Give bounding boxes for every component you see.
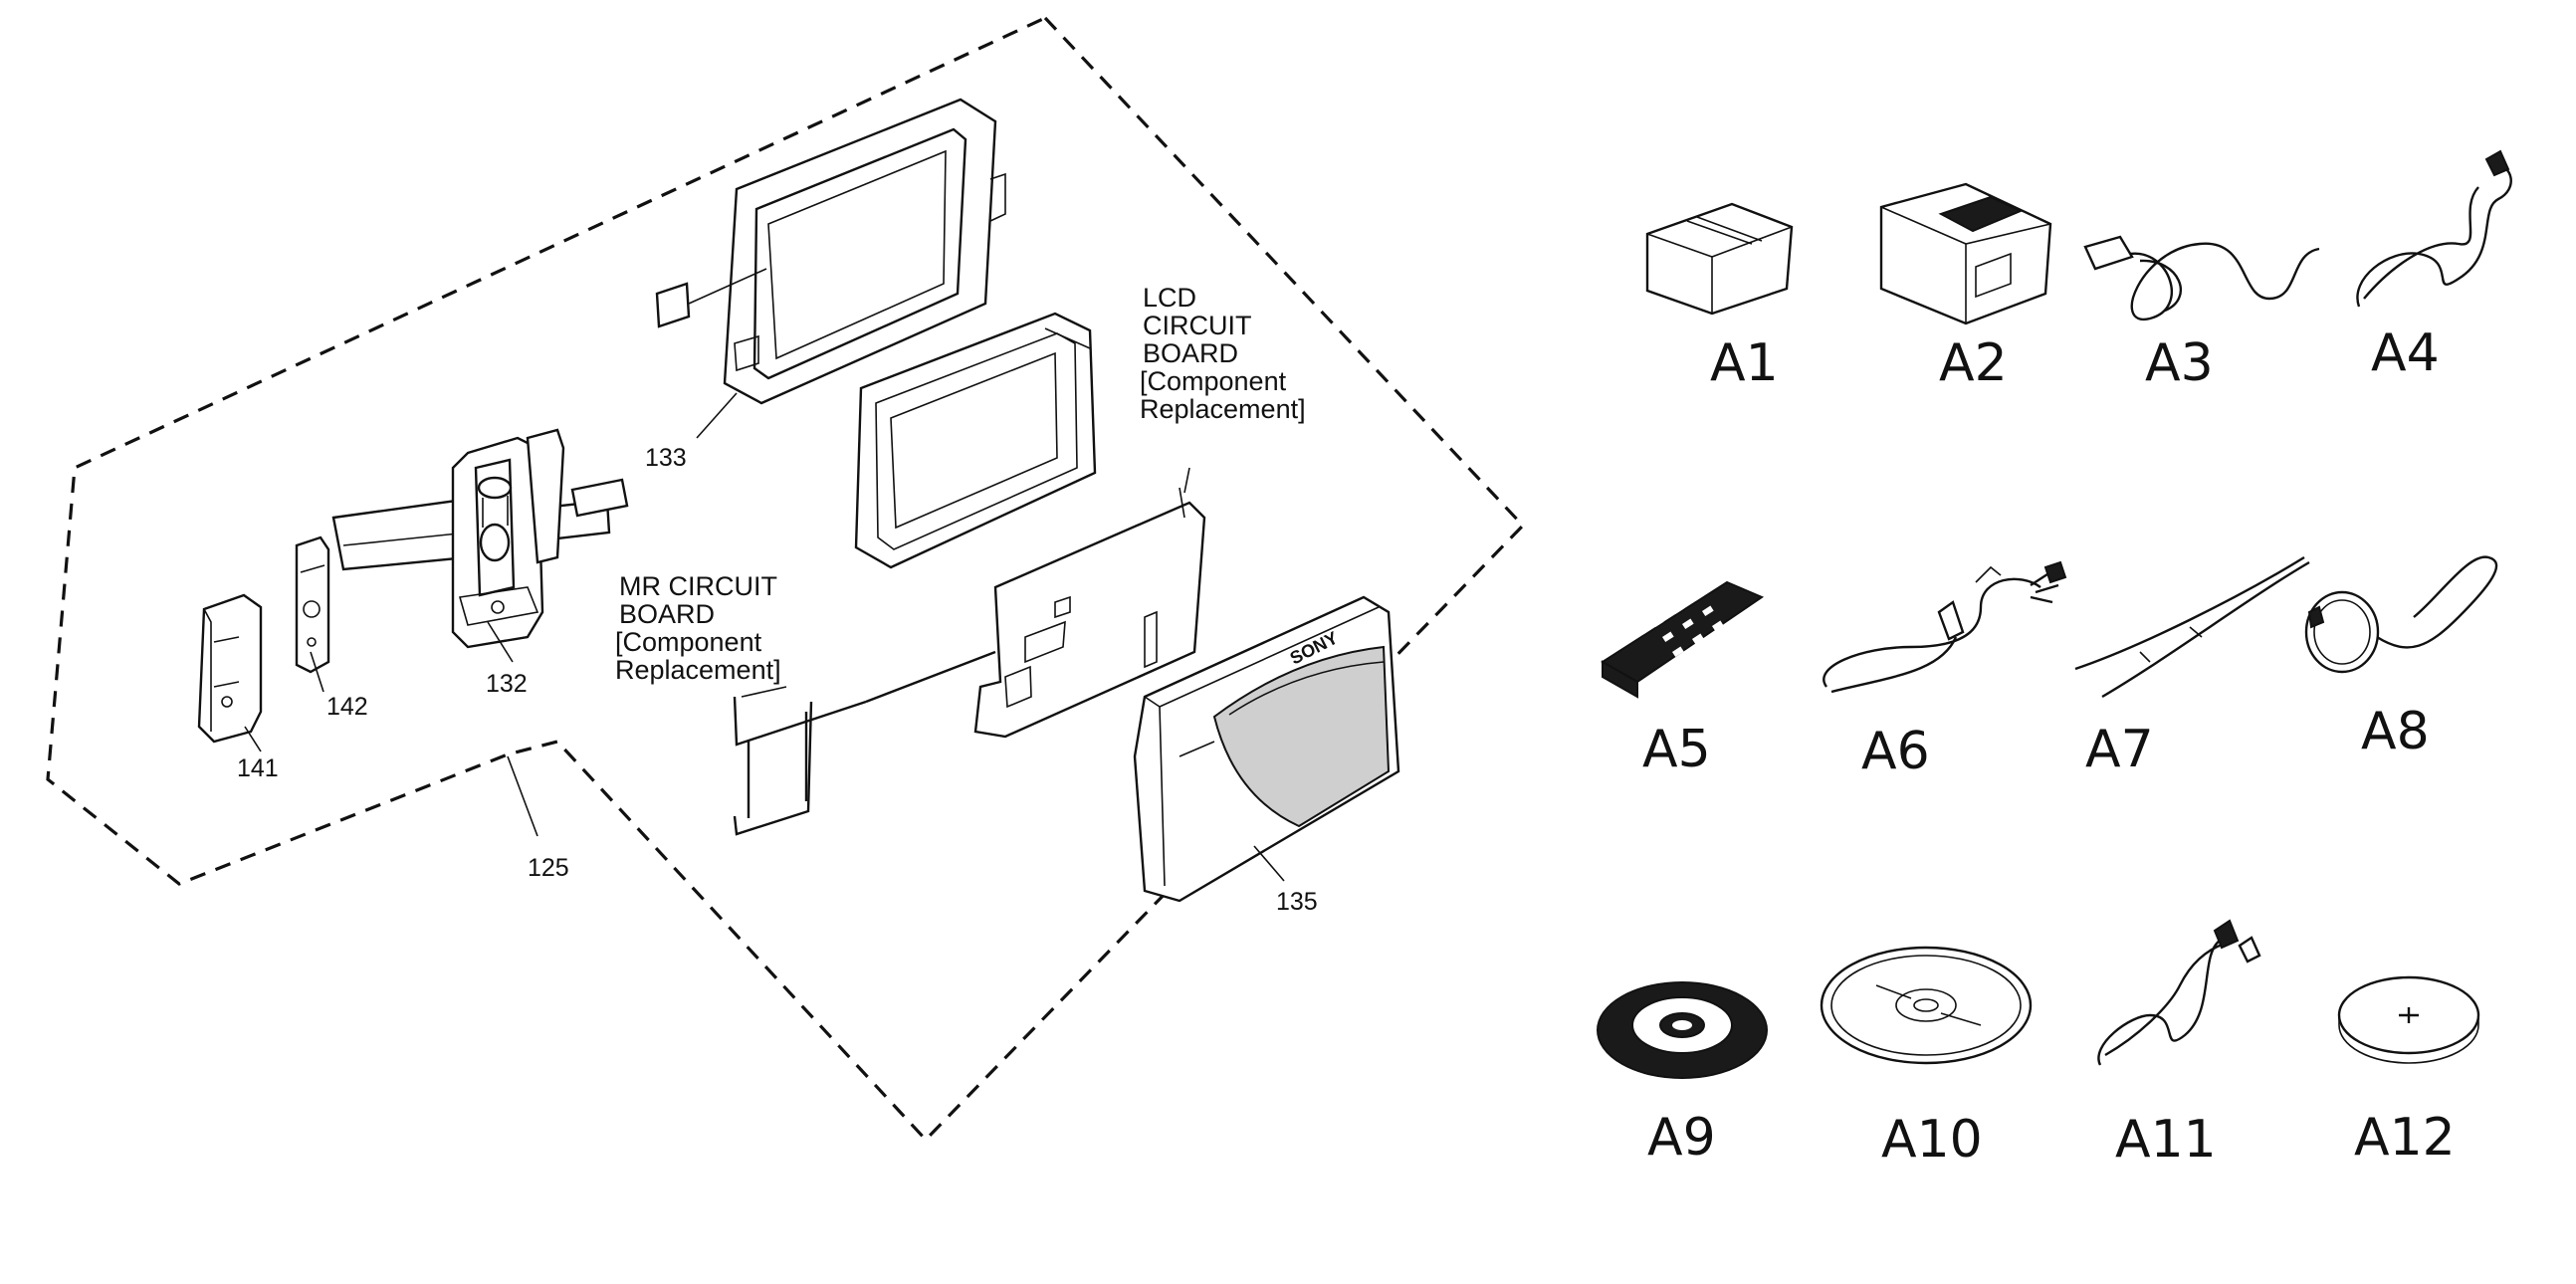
power-cord-icon	[2083, 235, 2320, 321]
accessory-label-a1: A1	[1710, 333, 1779, 393]
accessory-label-a7: A7	[2085, 720, 2154, 779]
svg-text:BOARD: BOARD	[619, 599, 715, 629]
battery-pack-icon	[1645, 202, 1794, 316]
mr-flex-leg	[733, 650, 996, 836]
svg-text:Replacement]: Replacement]	[615, 655, 781, 685]
part-135-rear-cover: SONY	[1133, 595, 1400, 903]
lcd-panel-module	[854, 312, 1097, 569]
pcb-board	[973, 487, 1206, 739]
callout-125: 125	[528, 854, 569, 882]
accessory-label-a12: A12	[2354, 1108, 2456, 1168]
ac-adapter-icon	[1879, 182, 2052, 325]
accessory-label-a11: A11	[2115, 1110, 2217, 1170]
coin-battery-icon	[2337, 975, 2480, 1064]
svg-text:Replacement]: Replacement]	[1140, 394, 1306, 424]
svg-text:[Component: [Component	[615, 627, 762, 657]
mr-circuit-board-label: MR CIRCUIT BOARD [Component Replacement]	[615, 571, 781, 685]
svg-text:BOARD: BOARD	[1143, 338, 1238, 368]
callout-142: 142	[326, 693, 368, 721]
mini-disc-icon	[1597, 981, 1768, 1079]
part-141-bracket	[197, 593, 263, 744]
part-142-plate	[295, 535, 330, 674]
accessory-label-a8: A8	[2361, 702, 2430, 761]
part-133-lcd-frame	[655, 98, 1006, 405]
lcd-circuit-board-label: LCD CIRCUIT BOARD [Component Replacement…	[1140, 283, 1306, 424]
cd-rom-icon	[1820, 946, 2033, 1065]
accessory-label-a6: A6	[1861, 722, 1930, 781]
callout-135: 135	[1276, 888, 1318, 916]
svg-text:MR CIRCUIT: MR CIRCUIT	[619, 571, 777, 601]
av-cable-icon	[1823, 560, 2067, 694]
usb-cable-icon	[2097, 919, 2261, 1066]
svg-text:LCD: LCD	[1143, 283, 1196, 313]
callout-132: 132	[486, 670, 528, 698]
accessory-label-a9: A9	[1647, 1108, 1716, 1168]
lens-cap-icon	[2304, 555, 2498, 674]
accessory-label-a3: A3	[2145, 333, 2214, 393]
accessory-label-a5: A5	[1642, 720, 1711, 779]
part-132-hinge	[451, 428, 565, 649]
accessory-label-a2: A2	[1939, 333, 2008, 393]
callout-133: 133	[645, 444, 687, 472]
svg-text:[Component: [Component	[1140, 366, 1287, 396]
shoulder-strap-icon	[2074, 555, 2310, 699]
accessory-label-a10: A10	[1881, 1110, 1983, 1170]
callout-leaders	[244, 392, 1285, 882]
cable-icon	[2356, 149, 2512, 308]
callout-141: 141	[237, 754, 279, 782]
remote-control-icon	[1601, 580, 1765, 699]
svg-text:CIRCUIT: CIRCUIT	[1143, 311, 1252, 340]
accessory-label-a4: A4	[2371, 323, 2440, 383]
